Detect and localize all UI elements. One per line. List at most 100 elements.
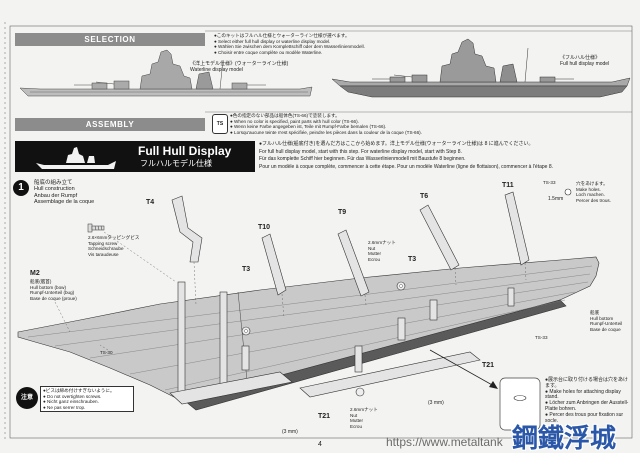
- nut-bottom-fr: Ecrou: [350, 423, 363, 429]
- leader-m2: [54, 301, 71, 333]
- banner-note-jp: ●フルハル仕様(船底付き)を選んだ方はここから始めます。洋上モデル仕様(ウォータ…: [259, 141, 534, 147]
- hull-plating-line-1: [27, 265, 593, 338]
- screw-head: [87, 223, 93, 233]
- t9-stand: [337, 229, 370, 297]
- part-t21-bottom: T21: [318, 413, 331, 420]
- waterline-turret-3: [231, 82, 248, 90]
- caution-note-de: ● Nicht ganz einschrauben.: [43, 399, 99, 405]
- hull-label: 船底 Hull bottom Rumpf-Unterteil Base de c…: [590, 310, 622, 332]
- stand-parts: [169, 191, 530, 405]
- nut-bottom-de: Mutter: [350, 418, 364, 424]
- fullhull-turret-3: [539, 76, 556, 83]
- step-title-jp: 船底の組み立て: [34, 180, 73, 186]
- assembly-note-en: ● When no color is specified, paint part…: [230, 118, 359, 124]
- paint-ts33-top: TS-33: [543, 180, 556, 185]
- waterline-superstructure: [139, 49, 193, 90]
- fullhull-turret-2: [411, 74, 428, 83]
- size-label-left: (3 mm): [282, 429, 298, 435]
- hull-plating-line-3: [89, 281, 589, 359]
- step-number-badge: 1: [13, 180, 29, 196]
- assembly-note-fr: ● Lorsqu'aucune teinte n'est spécifiée, …: [230, 129, 422, 135]
- screw-label-en: Tapping screw: [88, 240, 118, 246]
- screw-label-de: Schneidschraube: [88, 246, 124, 252]
- screw-label-jp: 2.6×6mmタッピングビス: [88, 235, 140, 240]
- caution-note-fr: ● Ne pas serrer trop.: [43, 404, 86, 410]
- stand-note-fr: ● Percer des trous pour fixation sur soc…: [545, 411, 624, 424]
- holes-note-en: Make holes.: [576, 186, 601, 192]
- fullhull-label-en: Full hull display model: [560, 61, 610, 67]
- waterline-turret-1: [91, 82, 108, 90]
- post-3: [241, 345, 250, 371]
- fullhull-mast: [524, 47, 529, 83]
- nut-icon-top-hole: [399, 284, 403, 288]
- t10-stand: [261, 233, 287, 296]
- stand-detail-hole: [513, 395, 527, 401]
- screw-thread-2: [97, 225, 100, 231]
- waterline-gun-2: [95, 81, 115, 85]
- caution-notes: ●ビスは締め付けすぎないように。 ● Do not overtighten sc…: [40, 386, 134, 413]
- waterline-mast: [219, 59, 224, 90]
- caution-note-en: ● Do not overtighten screws.: [43, 393, 102, 399]
- paint-bottle-icon: TS: [212, 114, 228, 134]
- selection-notes: ●このキットはフルハル仕様とウォーターライン仕様が選べます。 ● Select …: [214, 33, 365, 55]
- waterline-label-en: Waterline display model: [190, 67, 243, 73]
- nut-label-bottom: 2.6mmナット Nut Mutter Ecrou: [350, 407, 378, 429]
- t6-stand: [419, 204, 460, 271]
- post-5: [397, 317, 406, 341]
- step-title-en: Hull construction: [34, 186, 75, 193]
- caution-badge: 注意: [16, 387, 38, 409]
- leader-t6: [454, 267, 457, 286]
- selection-note-jp: ●このキットはフルハル仕様とウォーターライン仕様が選べます。: [214, 33, 350, 38]
- bow-label-jp: 船底(艦首): [30, 279, 52, 284]
- stand-note-en: ● Make holes for attaching display stand…: [545, 388, 621, 401]
- selection-note-fr: ● Choisir entre coque complète ou modèle…: [214, 49, 323, 55]
- post-1: [177, 281, 186, 395]
- fullhull-label: 《フルハル仕様》 Full hull display model: [560, 55, 609, 67]
- leader-t4: [193, 261, 197, 306]
- screw-thread-1: [94, 225, 97, 231]
- hull-label-fr: Base de coque: [590, 326, 621, 332]
- part-t3-right: T3: [408, 256, 417, 263]
- leader-t9: [364, 294, 367, 306]
- bow-label-en: Hull bottom (bow): [30, 284, 66, 290]
- post-2: [219, 291, 228, 385]
- assembly-note-jp: ●色の指定のない部品は船体色(TS-66)で塗装します。: [230, 113, 340, 118]
- size-label-right: (3 mm): [428, 400, 444, 406]
- part-t9: T9: [338, 209, 347, 216]
- nut-label-top: 2.6mmナット Nut Mutter Ecrou: [368, 240, 396, 262]
- screw-icon: [87, 223, 105, 233]
- watermark-logo: 鋼鐵浮城: [512, 423, 617, 453]
- holes-note-jp: 穴をあけます。: [576, 181, 608, 186]
- stand-note-jp: ●展示台に取り付ける場合は穴をあけます。: [545, 377, 629, 389]
- part-t11: T11: [502, 182, 514, 189]
- full-hull-banner: Full Hull Display フルハルモデル仕様: [15, 141, 255, 172]
- full-hull-ship-drawing: [331, 38, 631, 98]
- nut-top-en: Nut: [368, 245, 376, 251]
- part-t3-left: T3: [242, 266, 251, 273]
- stand-detail-box: [499, 377, 541, 431]
- banner-note-en: For full hull display model, start with …: [259, 148, 462, 155]
- fullhull-gun-2: [393, 74, 413, 78]
- selection-header: SELECTION: [15, 33, 205, 46]
- nut-top-jp: 2.6mmナット: [368, 240, 396, 245]
- nut-icon-bottom: [355, 387, 365, 397]
- waterline-ship-drawing: [19, 49, 313, 97]
- banner-notes: ●フルハル仕様(船底付き)を選んだ方はここから始めます。洋上モデル仕様(ウォータ…: [259, 141, 553, 171]
- t11-stand: [504, 191, 530, 266]
- fullhull-turret-1: [389, 76, 406, 83]
- step-title: 船底の組み立て Hull construction Anbau der Rump…: [34, 180, 94, 206]
- screw-label-fr: Vis taraudeuse: [88, 251, 119, 257]
- screw-label: 2.6×6mmタッピングビス Tapping screw Schneidschr…: [88, 235, 139, 257]
- t4-bracket: [171, 195, 203, 263]
- page-border: [9, 25, 633, 439]
- stand-arrow-line: [429, 349, 495, 387]
- nut-bottom-jp: 2.6mmナット: [350, 407, 378, 412]
- part-t4: T4: [146, 199, 155, 206]
- page-number: 4: [318, 441, 322, 448]
- waterline-label-jp: 《洋上モデル仕様》(ウォーターライン仕様): [190, 61, 289, 67]
- stand-note-de: ● Löcher zum Anbringen der Ausstell-Plat…: [545, 400, 629, 412]
- step-title-de: Anbau der Rumpf: [34, 192, 78, 199]
- screw-thread-3: [100, 225, 103, 231]
- leader-ts30: [99, 344, 109, 351]
